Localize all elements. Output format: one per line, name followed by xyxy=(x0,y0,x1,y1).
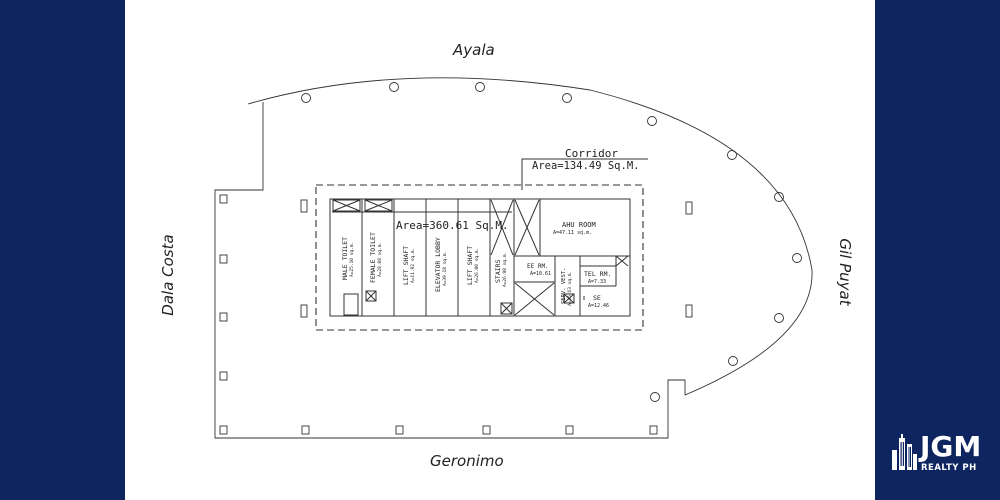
columns xyxy=(219,82,802,435)
se-area: A=12.46 xyxy=(588,303,609,309)
tel-rm-label: TEL RM. xyxy=(584,270,611,278)
ee-rm-label: EE RM. xyxy=(527,263,549,270)
jgm-logo: JGM REALTY PH xyxy=(890,430,995,480)
female-toilet-label: FEMALE TOILET xyxy=(369,232,377,283)
se-label: SE xyxy=(593,294,601,302)
female-toilet-area: A=28.08 sq.m. xyxy=(377,242,383,277)
street-label-top: Ayala xyxy=(453,41,495,59)
elevator-lobby-label: ELEVATOR LOBBY xyxy=(434,237,442,292)
ahu-room-area: A=47.11 sq.m. xyxy=(553,230,592,236)
ahu-room-label: AHU ROOM xyxy=(562,221,596,229)
serv-vest-label: SERV. VEST. xyxy=(561,268,567,304)
serv-vest-area: A=15.63 sq.m. xyxy=(567,271,573,306)
building-skyline-icon xyxy=(892,434,917,470)
logo-tagline: REALTY PH xyxy=(921,463,977,473)
ee-rm-area: A=10.61 xyxy=(530,271,551,277)
stairs-label: STAIRS xyxy=(494,259,502,283)
male-toilet-area: A=25.10 sq.m. xyxy=(349,242,355,277)
stairs-area: A=26.98 sq.m. xyxy=(502,252,508,287)
corridor-leader xyxy=(521,158,648,190)
right-band xyxy=(875,0,1000,500)
lift-shaft-2-label: LIFT SHAFT xyxy=(466,246,474,285)
left-band xyxy=(0,0,125,500)
corridor-boundary xyxy=(315,184,644,331)
street-label-bottom: Geronimo xyxy=(430,452,504,470)
core-area-label: Area=360.61 Sq.M. xyxy=(396,219,509,232)
male-toilet-label: MALE TOILET xyxy=(341,237,349,280)
corridor-area-label: Area=134.49 Sq.M. xyxy=(532,160,639,172)
corridor-label: Corridor xyxy=(565,147,618,160)
tel-rm-area: A=7.33 xyxy=(588,279,606,285)
lift-shaft-2-area: A=26.00 sq.m. xyxy=(474,248,480,283)
lift-shaft-1-area: A=11.92 sq.m. xyxy=(410,248,416,283)
lift-shaft-1-label: LIFT SHAFT xyxy=(402,246,410,285)
building-outline xyxy=(214,77,813,439)
core-walls xyxy=(329,198,631,317)
logo-name: JGM xyxy=(920,430,982,463)
elevator-lobby-area: A=39.18 sq.m. xyxy=(442,251,448,286)
